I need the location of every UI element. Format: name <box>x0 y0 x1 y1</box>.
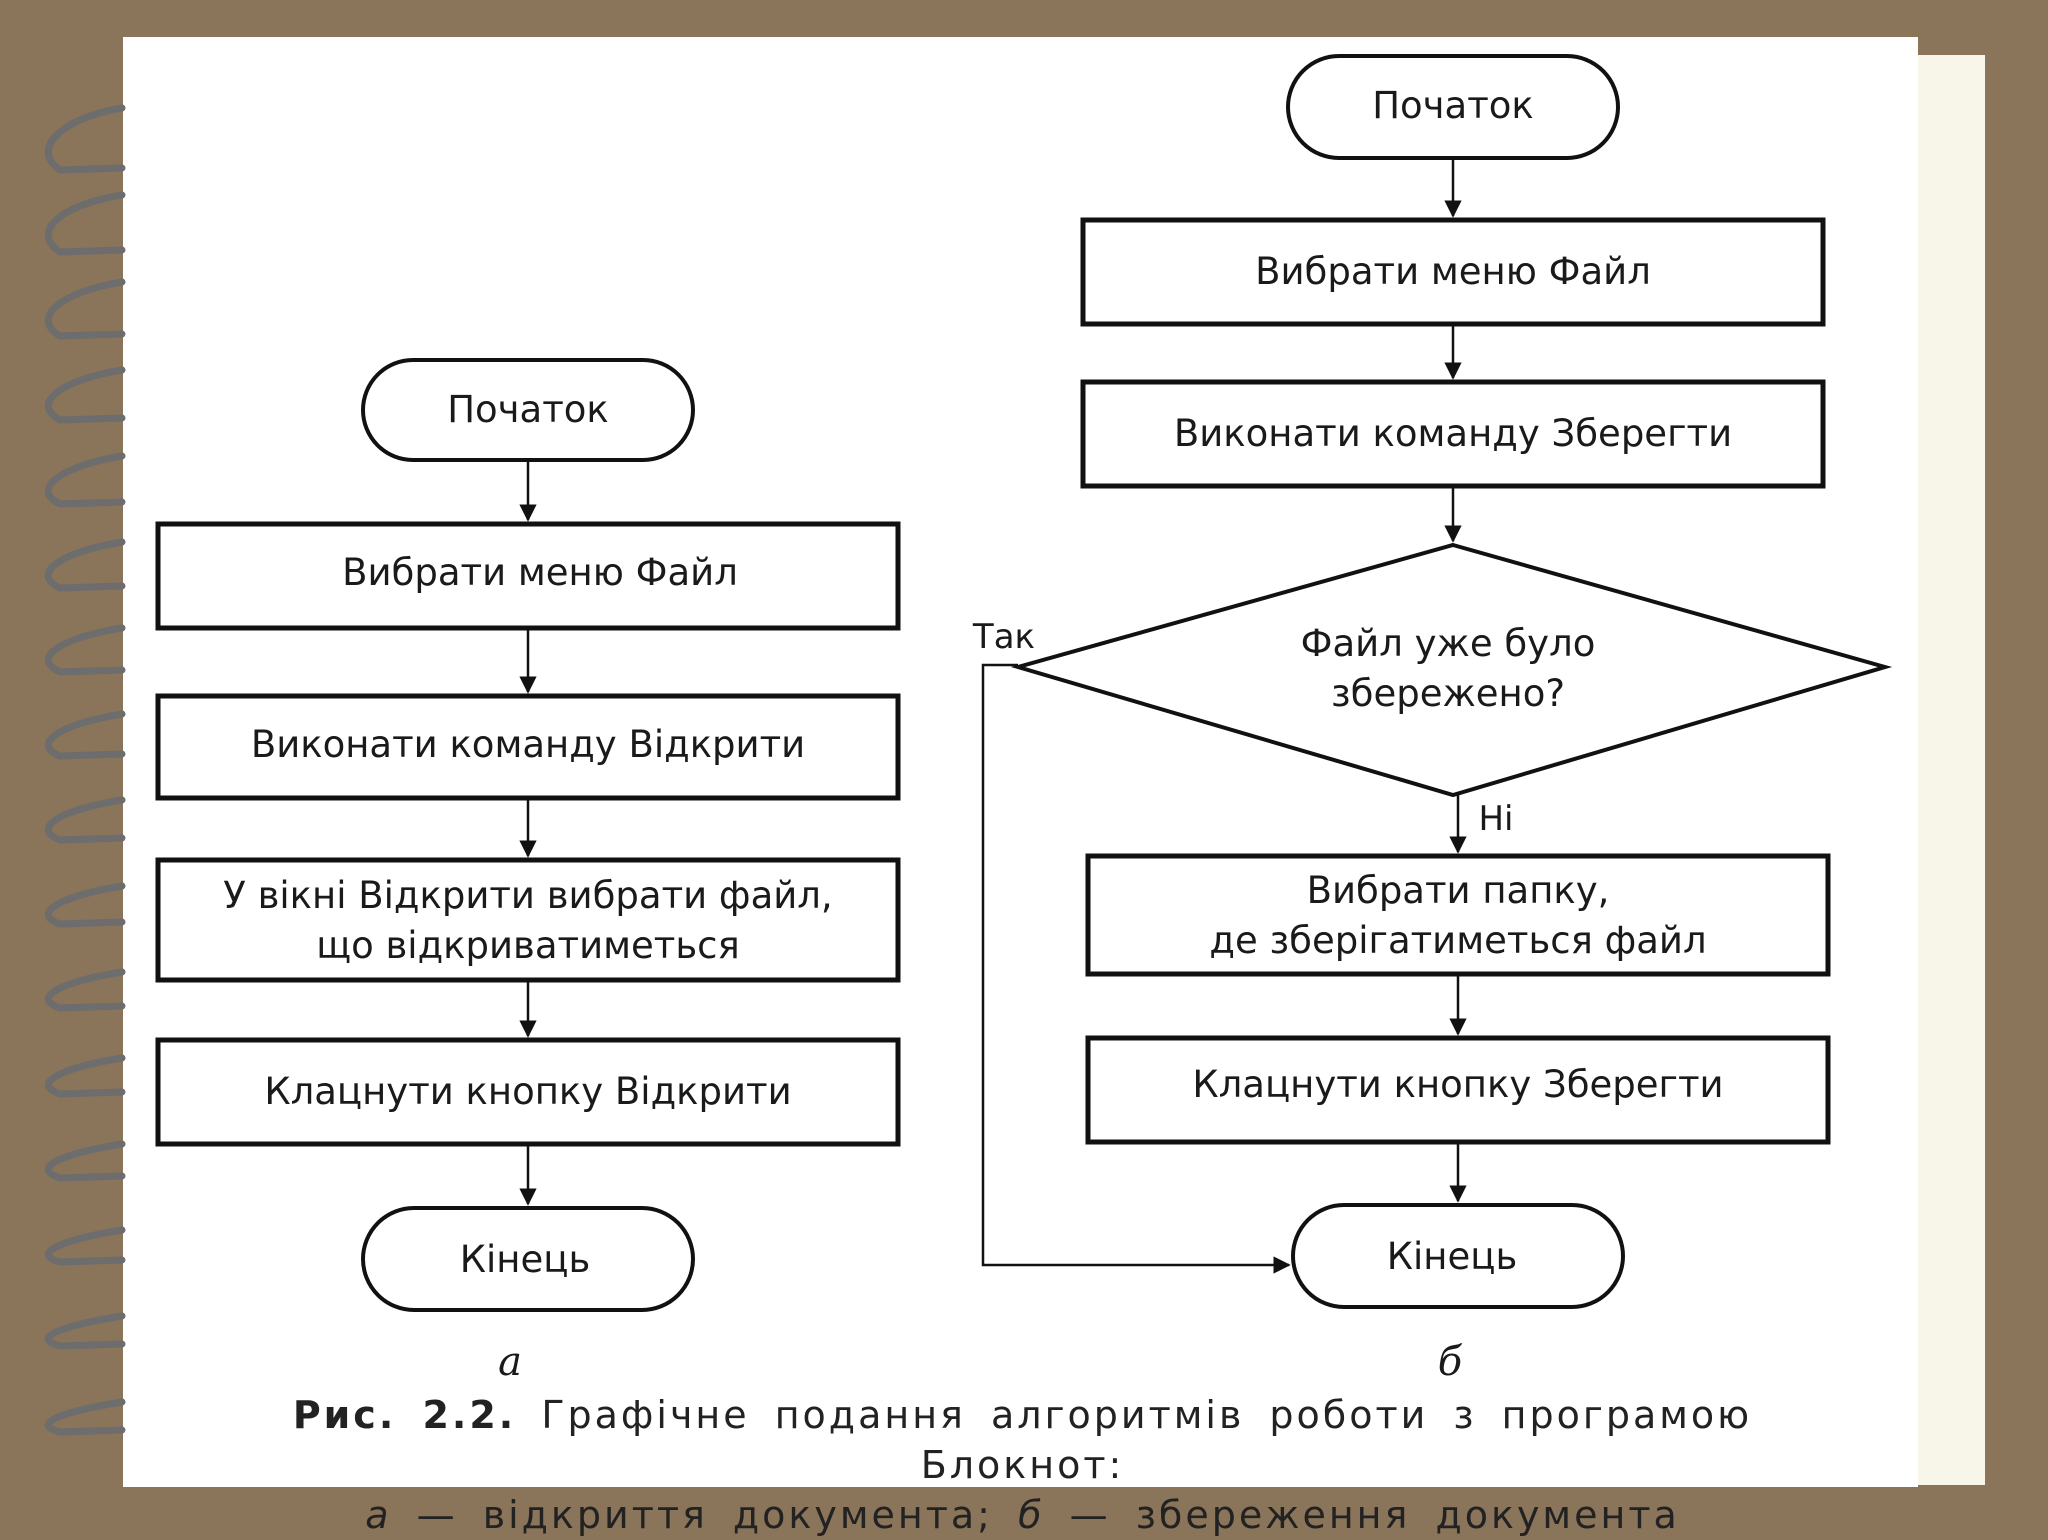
decision-label: збережено? <box>1331 672 1565 715</box>
subfigure-label-a: а <box>498 1339 522 1385</box>
yes-branch-label: Так <box>972 617 1035 657</box>
spiral-ring <box>44 1226 126 1266</box>
spiral-binding <box>44 104 126 1436</box>
spiral-ring <box>44 452 126 508</box>
end-terminal <box>1291 1203 1625 1309</box>
spiral-ring <box>44 1312 126 1350</box>
caption-line-1: Рис. 2.2. Графічне подання алгоритмів ро… <box>200 1390 1845 1490</box>
spiral-ring <box>44 366 126 424</box>
end-terminal <box>361 1206 695 1312</box>
step-label: Клацнути кнопку Відкрити <box>264 1070 791 1113</box>
step-label: що відкриватиметься <box>316 924 740 967</box>
spiral-ring <box>44 104 126 174</box>
step-label: Вибрати меню Файл <box>342 551 738 594</box>
start-label: Початок <box>1372 84 1534 127</box>
spiral-ring <box>44 1054 126 1098</box>
subfigure-label-b: б <box>1438 1339 1463 1385</box>
yes-branch-connector <box>981 663 1291 1274</box>
caption-text-a: — відкриття документа; <box>416 1493 993 1537</box>
caption-text-b: — збереження документа <box>1069 1493 1680 1537</box>
end-label: Кінець <box>460 1238 591 1281</box>
step-label: Виконати команду Зберегти <box>1174 412 1732 455</box>
background-page-edge <box>1905 55 1985 1485</box>
decision-diamond <box>1010 542 1893 798</box>
flowchart-a-text: Початок Вибрати меню Файл Виконати коман… <box>223 388 832 1385</box>
flowchart-b-text: Початок Вибрати меню Файл Виконати коман… <box>972 84 1732 1385</box>
caption-letter-a: а <box>365 1493 392 1537</box>
decision-label: Файл уже було <box>1301 622 1596 665</box>
spiral-ring <box>44 796 126 844</box>
flowchart-a <box>155 358 901 1312</box>
flowchart-b <box>981 54 1893 1309</box>
figure-caption: Рис. 2.2. Графічне подання алгоритмів ро… <box>200 1390 1845 1540</box>
spiral-ring <box>44 1398 126 1436</box>
step-label: У вікні Відкрити вибрати файл, <box>223 874 832 917</box>
start-label: Початок <box>447 388 609 431</box>
no-branch-label: Ні <box>1478 799 1513 839</box>
spiral-ring <box>44 710 126 760</box>
end-label: Кінець <box>1387 1235 1518 1278</box>
caption-letter-b: б <box>1018 1493 1045 1537</box>
spiral-ring <box>44 278 126 340</box>
step-label: Вибрати папку, <box>1307 869 1610 912</box>
step-label: Вибрати меню Файл <box>1255 250 1651 293</box>
step-label: Клацнути кнопку Зберегти <box>1192 1063 1723 1106</box>
step-label: Виконати команду Відкрити <box>251 723 805 766</box>
caption-title: Графічне подання алгоритмів роботи з про… <box>541 1393 1753 1487</box>
spiral-ring <box>44 624 126 676</box>
caption-line-2: а — відкриття документа; б — збереження … <box>200 1490 1845 1540</box>
spiral-ring <box>44 1140 126 1182</box>
spiral-ring <box>44 538 126 592</box>
caption-figure-number: Рис. 2.2. <box>292 1393 517 1437</box>
step-label: де зберігатиметься файл <box>1209 919 1706 962</box>
notebook-page <box>123 37 1918 1487</box>
spiral-ring <box>44 882 126 928</box>
spiral-ring <box>44 968 126 1012</box>
spiral-ring <box>44 191 126 256</box>
